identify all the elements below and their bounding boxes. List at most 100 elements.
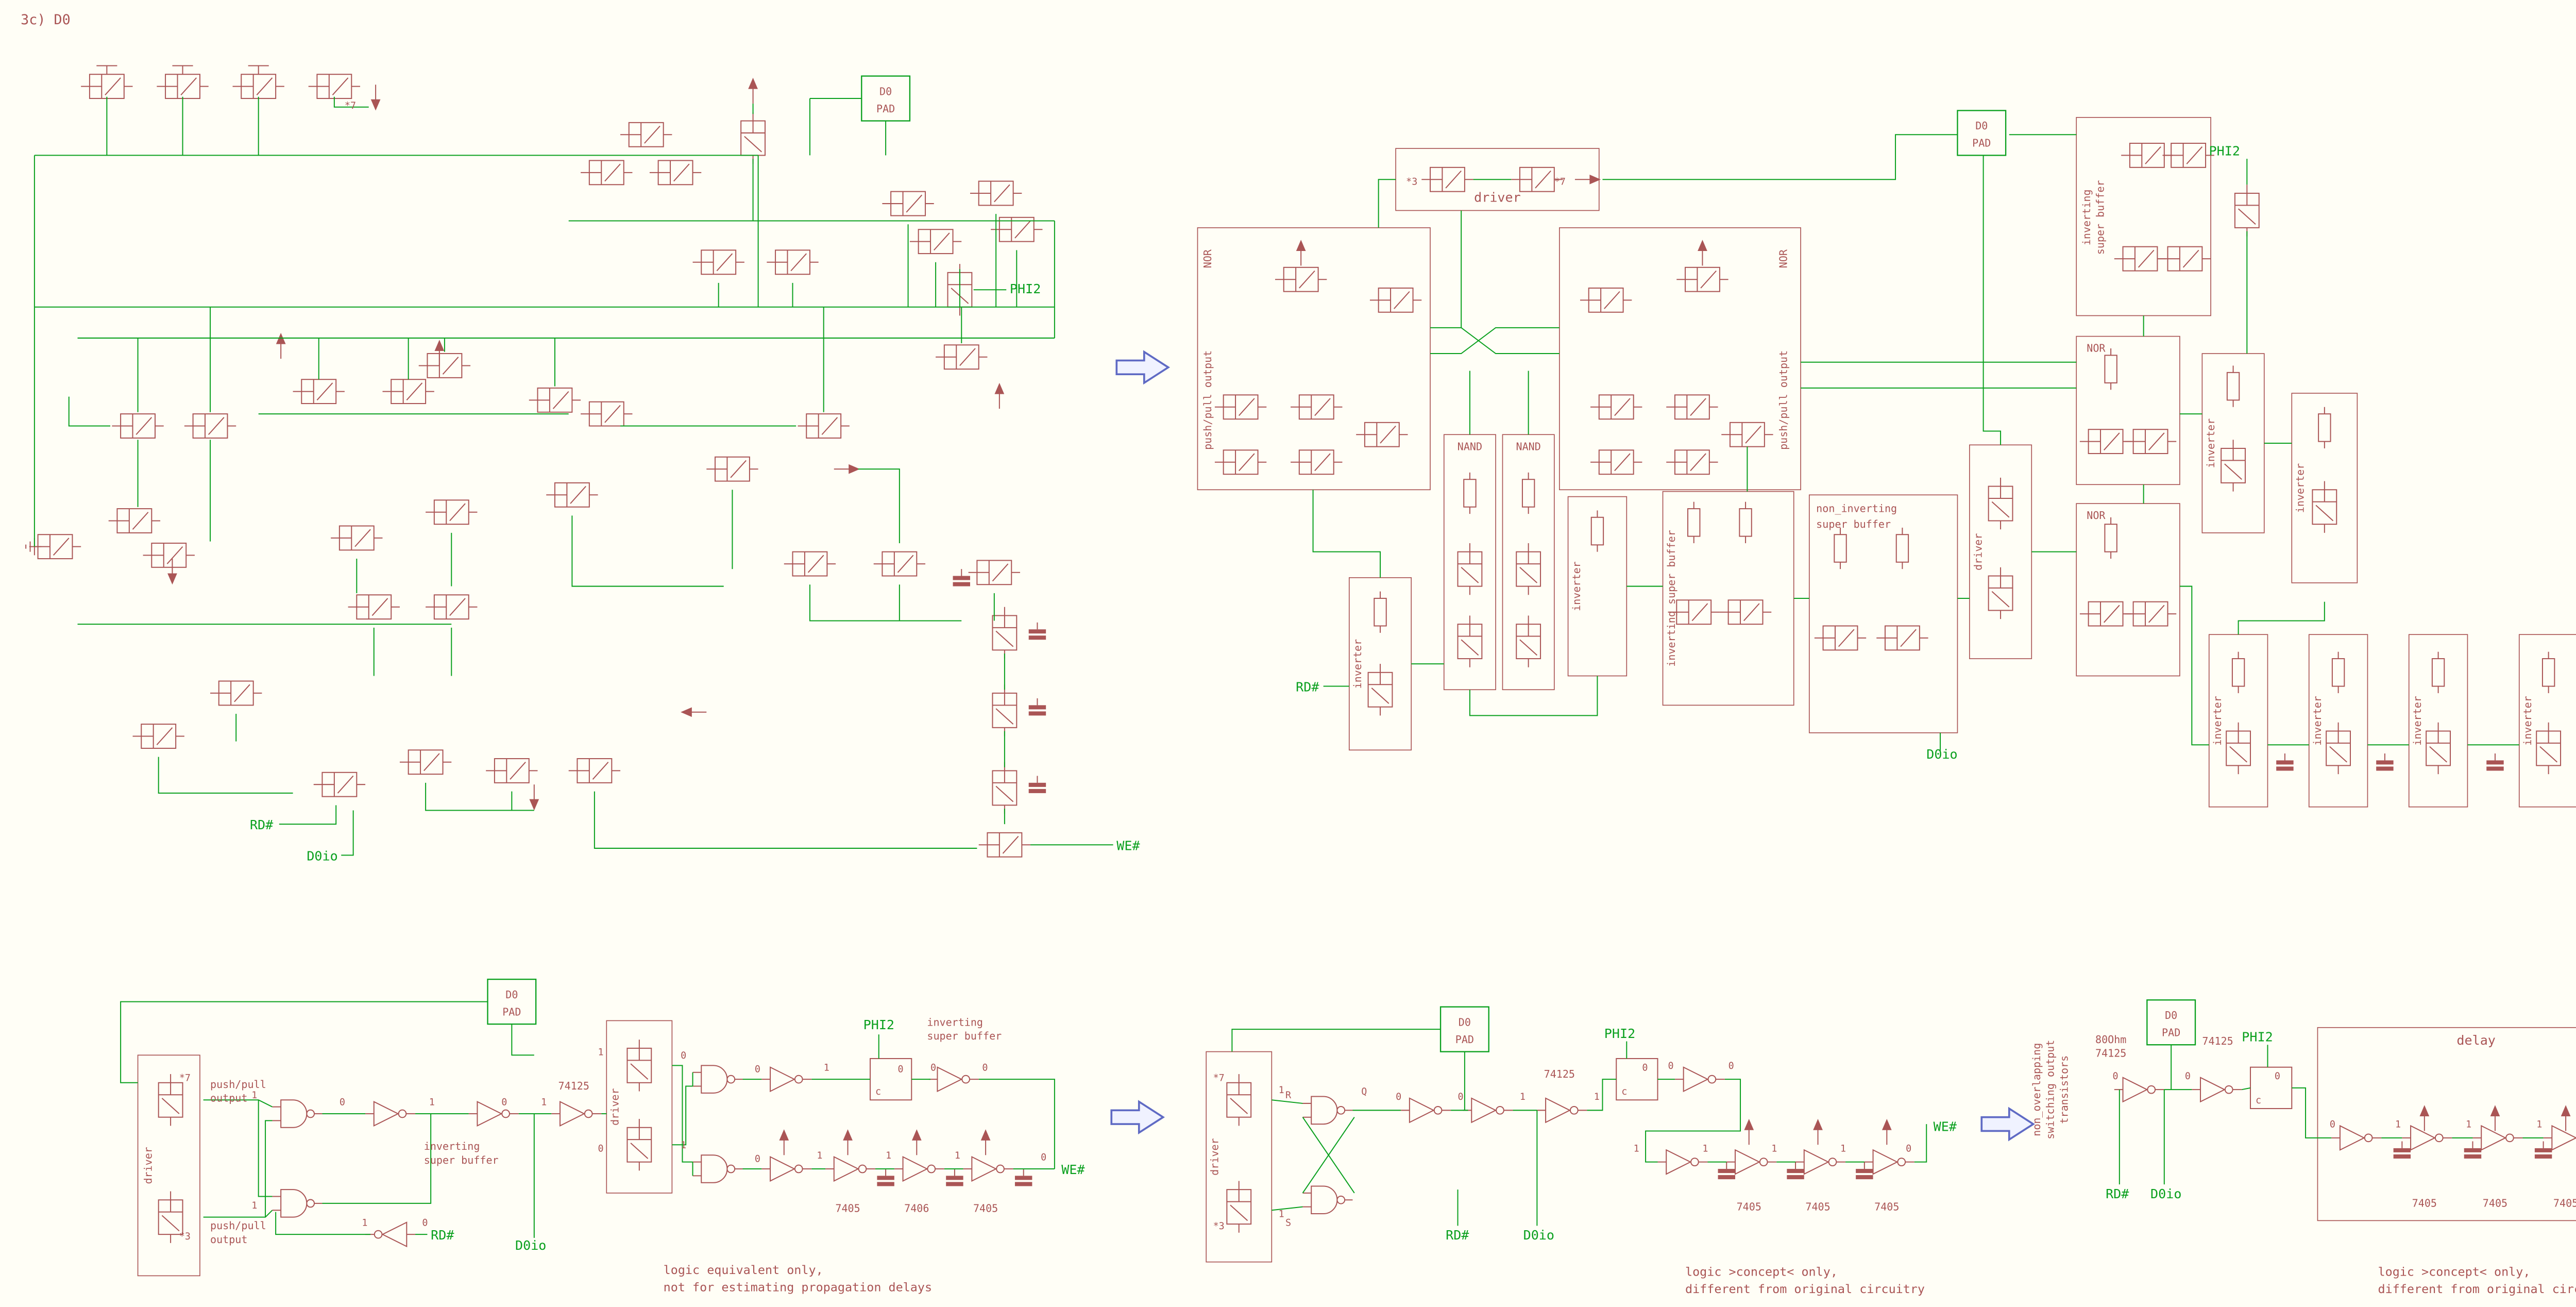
supply-arrow-icon <box>2418 1104 2430 1132</box>
label: NOR <box>1201 249 1214 268</box>
wire <box>672 1065 693 1163</box>
capacitor-icon <box>945 1168 964 1187</box>
label: driver <box>1972 533 1984 570</box>
transform-arrow-icon <box>1115 350 1170 384</box>
label: *7 <box>179 1073 191 1083</box>
logic-state-digit: 1 <box>1840 1144 1846 1154</box>
logic-state-digit: 0 <box>501 1097 507 1108</box>
transistor-icon <box>969 180 1023 206</box>
wire <box>120 1001 488 1083</box>
latch-clock-label: c <box>2256 1095 2261 1106</box>
logic-state-digit: 0 <box>898 1064 904 1075</box>
logic-state-digit: 1 <box>362 1217 367 1228</box>
label: *3 <box>179 1231 191 1242</box>
pad-box <box>1957 110 2007 156</box>
label: inverter <box>2411 696 2424 746</box>
block-outline <box>1559 227 1801 491</box>
load-resistor-icon <box>2318 406 2331 449</box>
note-line: logic equivalent only, <box>664 1263 823 1277</box>
inverter-gate-icon <box>1657 1149 1708 1175</box>
pad-label: D0 <box>1459 1016 1471 1028</box>
wire <box>1430 327 1560 355</box>
inverter-gate-icon <box>2113 1077 2165 1102</box>
transistor-icon <box>968 560 1021 585</box>
nand-gate-icon <box>272 1189 323 1218</box>
wire <box>1645 1079 1741 1163</box>
net-label-d0io: D0io <box>1926 747 1957 762</box>
capacitor-icon <box>876 1168 895 1187</box>
wire <box>2179 585 2209 746</box>
wire <box>1469 676 1598 716</box>
nand-gate-icon <box>692 1065 743 1094</box>
wire <box>68 396 111 427</box>
transistor-icon <box>1226 1180 1252 1233</box>
inverter-gate-icon <box>2331 1125 2382 1151</box>
pad-label: D0 <box>879 85 892 97</box>
label: inverting <box>927 1016 983 1028</box>
net-label-phi2: PHI2 <box>1010 281 1041 296</box>
transistor-icon <box>935 344 988 370</box>
wire <box>333 96 369 108</box>
transistor-icon <box>2312 480 2337 533</box>
transistor-icon <box>1290 394 1343 420</box>
capacitor-icon <box>1786 1161 1805 1180</box>
wire <box>1982 155 2002 445</box>
transistor-icon <box>1290 449 1343 475</box>
transistor-icon <box>797 413 850 439</box>
logic-state-digit: 1 <box>2395 1119 2401 1130</box>
transistor-icon <box>1666 394 1719 420</box>
label: 7405 <box>2553 1197 2576 1210</box>
logic-state-digit: 0 <box>1041 1152 1046 1163</box>
block-outline <box>2076 116 2211 316</box>
transistor-icon <box>2426 722 2451 775</box>
block-outline <box>2317 1027 2576 1221</box>
inverter-gate-icon <box>1400 1097 1452 1123</box>
wire <box>571 515 724 587</box>
transistor-icon <box>620 122 673 147</box>
capacitor-icon <box>1717 1161 1736 1180</box>
capacitor-icon <box>1014 1168 1033 1187</box>
block-outline <box>2308 634 2368 808</box>
wire <box>978 1079 1055 1169</box>
logic-state-digit: 0 <box>340 1097 345 1108</box>
transistor-icon <box>2326 722 2351 775</box>
label: NAND <box>1516 440 1541 453</box>
capacitor-icon <box>2375 752 2395 772</box>
label: 74125 <box>2095 1047 2126 1060</box>
down-arrow-icon <box>528 783 540 812</box>
supply-arrow-icon <box>1881 1118 1893 1146</box>
transistor-icon <box>1876 625 1929 651</box>
inverter-gate-icon <box>365 1101 416 1127</box>
logic-state-digit: 1 <box>817 1150 822 1161</box>
transistor-icon <box>425 499 478 525</box>
inverter-gate-icon <box>2401 1125 2453 1151</box>
logic-state-digit: 1 <box>681 1140 686 1151</box>
logic-state-digit: 0 <box>1396 1092 1401 1102</box>
label: output <box>210 1092 247 1104</box>
transistor-icon <box>1214 394 1267 420</box>
block-outline <box>2518 634 2576 808</box>
supply-arrow-icon <box>1743 1118 1755 1146</box>
label: NAND <box>1458 440 1482 453</box>
label: 7405 <box>973 1202 998 1215</box>
load-resistor-icon <box>1687 501 1701 544</box>
logic-state-digit: 0 <box>598 1144 604 1154</box>
transistor-icon <box>1719 599 1772 625</box>
wire <box>265 1120 273 1217</box>
inverter-gate-icon <box>2543 1125 2576 1151</box>
wire <box>1302 1117 1355 1194</box>
net-label-d0io: D0io <box>515 1238 546 1253</box>
net-label-phi2: PHI2 <box>863 1017 894 1032</box>
transistor-icon <box>2113 246 2167 272</box>
supply-arrow-icon <box>1295 239 1307 267</box>
nand-gate-icon <box>1302 1185 1353 1214</box>
right-arrow-icon <box>1574 174 1602 186</box>
transistor-icon <box>1676 266 1729 292</box>
wire <box>158 757 293 794</box>
label: super buffer <box>424 1154 499 1166</box>
supply-arrow-icon <box>747 77 759 105</box>
net-label-we: WE# <box>1061 1162 1085 1177</box>
wire <box>1312 490 1381 578</box>
